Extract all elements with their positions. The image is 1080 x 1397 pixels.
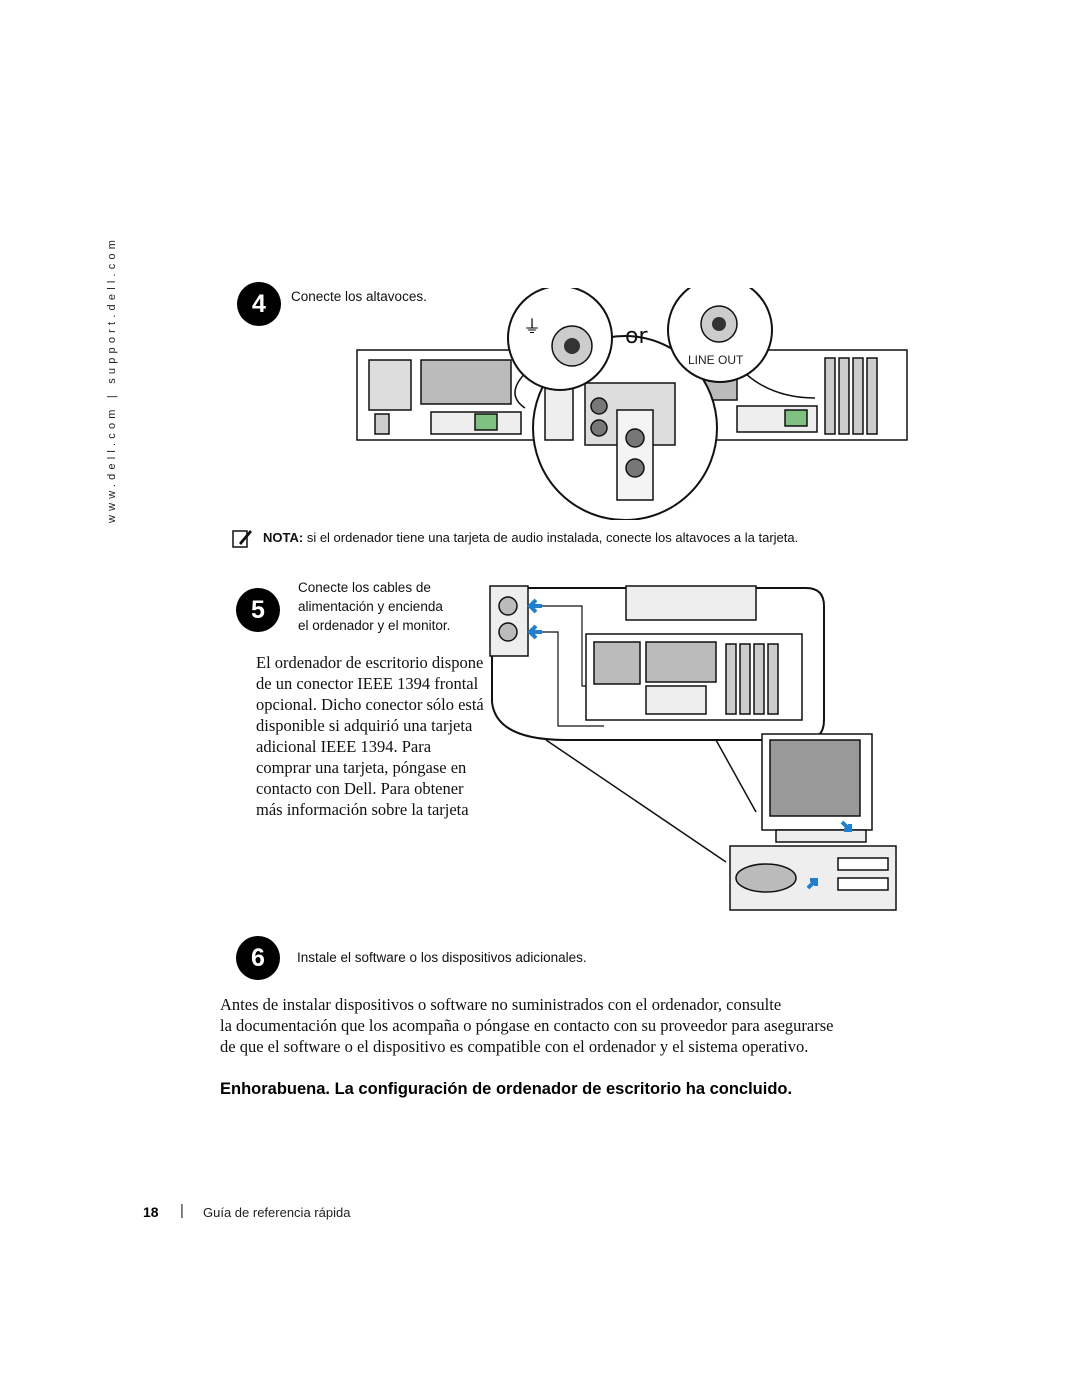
lineout-label: LINE OUT	[688, 353, 744, 367]
sidebar-url-text: www.dell.com | support.dell.com	[106, 235, 118, 523]
step-6-paragraph: Antes de instalar dispositivos o softwar…	[220, 994, 920, 1057]
step-5-label-line: alimentación y encienda	[298, 599, 443, 614]
step-5-label-line: el ordenador y el monitor.	[298, 618, 451, 633]
paragraph-line: disponible si adquirió una tarjeta	[256, 716, 473, 735]
speakers-illustration: ⏚ or LINE OUT	[356, 288, 908, 520]
sidebar-url: www.dell.com | support.dell.com	[86, 235, 146, 523]
step-5-badge: 5	[236, 588, 280, 632]
note-text: NOTA: si el ordenador tiene una tarjeta …	[263, 530, 798, 545]
step-4-label: Conecte los altavoces.	[291, 289, 427, 304]
paragraph-line: de que el software o el dispositivo es c…	[220, 1037, 809, 1056]
note-body: si el ordenador tiene una tarjeta de aud…	[303, 530, 799, 545]
step-5-paragraph: El ordenador de escritorio dispone de un…	[256, 652, 484, 820]
paragraph-line: El ordenador de escritorio dispone	[256, 653, 484, 672]
step-5-label: Conecte los cables de alimentación y enc…	[298, 578, 478, 635]
paragraph-line: Antes de instalar dispositivos o softwar…	[220, 995, 782, 1014]
step-4-badge: 4	[237, 282, 281, 326]
footer-title: Guía de referencia rápida	[203, 1205, 351, 1220]
page-number: 18	[143, 1204, 159, 1220]
step-6-badge: 6	[236, 936, 280, 980]
audio-jack-icon: ⏚	[523, 317, 541, 338]
pencil-note-icon	[232, 530, 252, 548]
paragraph-line: comprar una tarjeta, póngase en	[256, 758, 467, 777]
paragraph-line: de un conector IEEE 1394 frontal	[256, 674, 479, 693]
arrow-icon	[806, 878, 818, 890]
or-label: or	[625, 324, 648, 349]
paragraph-line: contacto con Dell. Para obtener	[256, 779, 464, 798]
paragraph-line: adicional IEEE 1394. Para	[256, 737, 432, 756]
paragraph-line: opcional. Dicho conector sólo está	[256, 695, 484, 714]
congrats-heading: Enhorabuena. La configuración de ordenad…	[220, 1080, 793, 1098]
note-prefix: NOTA:	[263, 530, 304, 545]
step-5-label-line: Conecte los cables de	[298, 580, 431, 595]
paragraph-line: más información sobre la tarjeta	[256, 800, 469, 819]
monitor-icon	[761, 733, 873, 843]
desktop-computer-icon	[729, 845, 897, 911]
paragraph-line: la documentación que los acompaña o póng…	[220, 1016, 834, 1035]
arrow-icon	[527, 624, 542, 640]
step-6-label: Instale el software o los dispositivos a…	[297, 950, 587, 965]
computer-back	[585, 633, 803, 721]
speakers-icon	[544, 382, 676, 501]
arrow-icon	[840, 820, 852, 832]
wall-outlet	[489, 585, 529, 657]
footer-separator: |	[180, 1202, 184, 1219]
arrow-icon	[527, 598, 542, 614]
power-connection-illustration	[489, 585, 897, 911]
